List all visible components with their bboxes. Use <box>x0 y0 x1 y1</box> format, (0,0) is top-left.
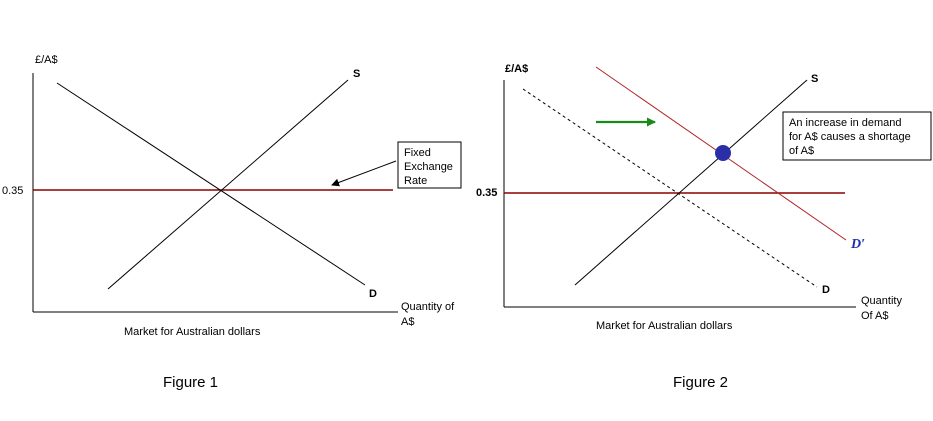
fig1-price-tick: 0.35 <box>2 185 23 197</box>
fig1-market-label: Market for Australian dollars <box>124 326 261 338</box>
fig2-y-axis-label: £/A$ <box>505 63 528 75</box>
fig2-callout-line1: An increase in demand <box>789 117 902 129</box>
fig2-price-tick: 0.35 <box>476 187 497 199</box>
fig1-caption: Figure 1 <box>163 374 218 391</box>
fig1-callout-box <box>397 141 462 189</box>
fig2-x-axis-label-line2: Of A$ <box>861 310 889 322</box>
figure-1: £/A$ 0.35 S D Quantity of A$ Market for … <box>2 54 462 391</box>
fig2-callout-line2: for A$ causes a shortage <box>789 131 911 143</box>
fig1-y-axis-label: £/A$ <box>35 54 58 66</box>
fig1-demand-label: D <box>369 288 377 300</box>
fig2-demand-label: D <box>822 284 830 296</box>
fig2-caption: Figure 2 <box>673 374 728 391</box>
figure-2: £/A$ 0.35 S D D′ Quantity Of A$ Market f… <box>476 63 932 391</box>
fig1-callout-line1: Fixed <box>404 147 431 159</box>
fig2-callout-box <box>782 111 932 161</box>
fig1-demand-curve <box>56 82 366 286</box>
fig2-market-label: Market for Australian dollars <box>596 320 733 332</box>
fig1-callout-line3: Rate <box>404 175 427 187</box>
fig1-x-axis-label-line1: Quantity of <box>401 301 455 313</box>
fig1-x-axis-label-line2: A$ <box>401 316 414 328</box>
fig1-callout-line2: Exchange <box>404 161 453 173</box>
fig2-x-axis-label-line1: Quantity <box>861 295 902 307</box>
fig2-demand-curve <box>522 88 818 288</box>
fig1-callout-arrow <box>331 160 397 187</box>
fig2-supply-curve <box>574 79 808 286</box>
fig1-supply-label: S <box>353 68 360 80</box>
fig2-shortage-point <box>715 145 731 161</box>
fig2-callout-line3: of A$ <box>789 145 814 157</box>
fig2-new-demand-label: D′ <box>850 237 865 252</box>
fig1-supply-curve <box>107 79 349 290</box>
fig2-supply-label: S <box>811 73 818 85</box>
